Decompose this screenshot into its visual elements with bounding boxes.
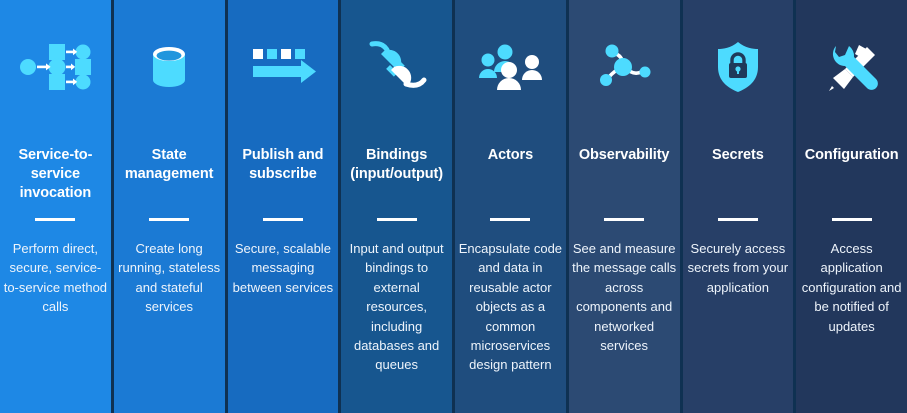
column-description: See and measure the message calls across…: [572, 241, 677, 354]
column-secrets[interactable]: Secrets Securely access secrets from you…: [682, 0, 794, 413]
column-bindings-input-output[interactable]: Bindings (input/output) Input and output…: [341, 0, 452, 413]
shield-lock-icon: [683, 34, 794, 100]
title-divider: [149, 218, 190, 221]
column-description: Input and output bindings to external re…: [349, 241, 444, 373]
title-divider: [35, 218, 76, 221]
graph-nodes-icon: [569, 34, 680, 100]
title-divider: [376, 218, 417, 221]
column-observability[interactable]: Observability See and measure the messag…: [568, 0, 680, 413]
plug-connector-icon: [341, 34, 452, 100]
column-title: Actors: [487, 147, 534, 163]
column-service-to-service-invocation[interactable]: Service-to-service invocation Perform di…: [0, 0, 111, 413]
column-title: State management: [124, 147, 214, 182]
title-divider: [262, 218, 303, 221]
column-description: Secure, scalable messaging between servi…: [232, 241, 334, 295]
column-description: Access application configuration and be …: [801, 241, 902, 334]
column-description: Create long running, stateless and state…: [118, 241, 221, 315]
column-title: Publish and subscribe: [242, 147, 324, 182]
column-configuration[interactable]: Configuration Access application configu…: [796, 0, 907, 413]
title-divider: [717, 218, 758, 221]
column-title: Observability: [578, 147, 670, 163]
column-title: Bindings (input/output): [350, 147, 444, 182]
column-publish-and-subscribe[interactable]: Publish and subscribe Secure, scalable m…: [227, 0, 339, 413]
column-state-management[interactable]: State management Create long running, st…: [113, 0, 225, 413]
service-invocation-icon: [0, 34, 111, 100]
title-divider: [604, 218, 645, 221]
wrench-screwdriver-icon: [796, 34, 907, 100]
column-description: Encapsulate code and data in reusable ac…: [458, 241, 563, 373]
title-divider: [831, 218, 872, 221]
column-description: Perform direct, secure, service-to-servi…: [3, 241, 108, 315]
column-actors[interactable]: Actors Encapsulate code and data in reus…: [455, 0, 566, 413]
pubsub-arrow-icon: [228, 34, 339, 100]
title-divider: [490, 218, 531, 221]
column-title: Service-to-service invocation: [18, 147, 93, 201]
column-description: Securely access secrets from your applic…: [687, 241, 789, 295]
column-title: Secrets: [712, 147, 764, 163]
column-title: Configuration: [804, 147, 899, 163]
people-group-icon: [455, 34, 566, 100]
database-cylinder-icon: [114, 34, 225, 100]
